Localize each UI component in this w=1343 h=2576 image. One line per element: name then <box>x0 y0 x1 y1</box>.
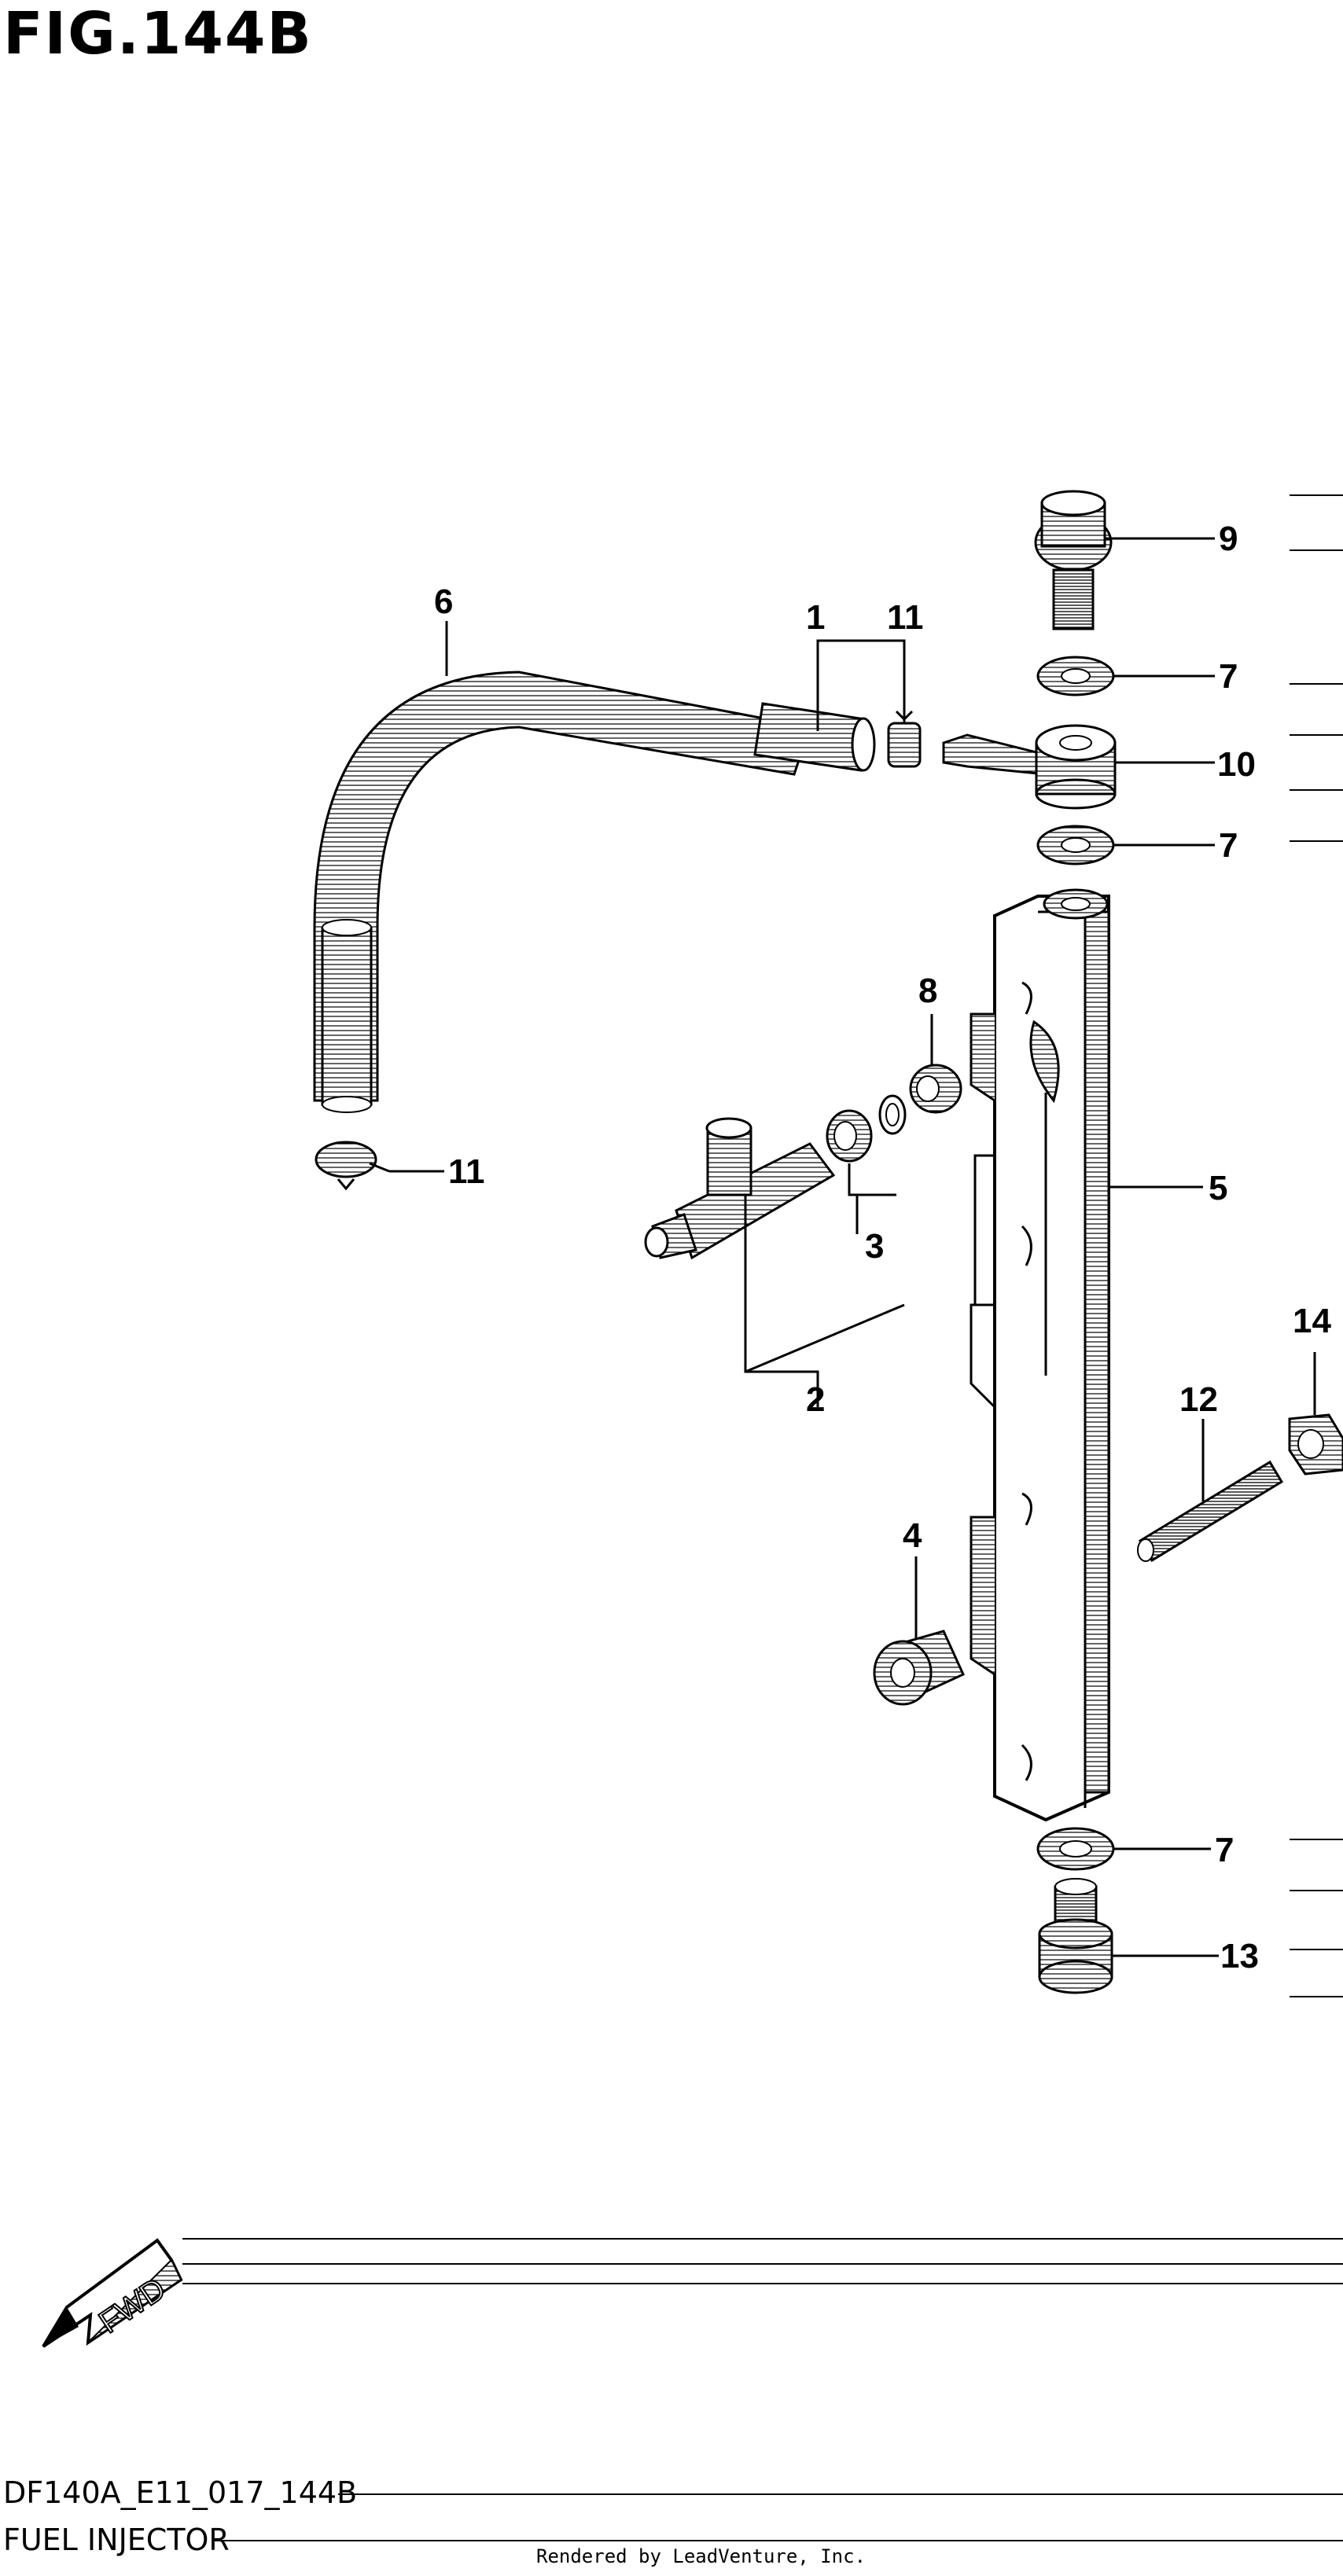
cushion-part-4 <box>873 1630 965 1706</box>
footer-rules <box>212 2493 1343 2541</box>
callout-11-lower: 11 <box>448 1152 485 1191</box>
banjo-fitting-part-10 <box>1035 724 1117 810</box>
callout-7-top: 7 <box>1219 657 1238 696</box>
callout-3: 3 <box>865 1227 884 1266</box>
callout-12: 12 <box>1179 1380 1218 1419</box>
forward-direction-arrow: FWD <box>42 2238 1343 2348</box>
seal-part-3 <box>826 1109 873 1163</box>
washer-part-7-top <box>1036 656 1115 696</box>
callout-10: 10 <box>1217 745 1256 784</box>
callout-9: 9 <box>1219 520 1238 558</box>
fuel-hose-part-6 <box>313 671 876 1113</box>
banjo-bolt-part-9 <box>1034 490 1113 630</box>
callout-7-middle: 7 <box>1219 826 1238 865</box>
callout-2: 2 <box>806 1380 825 1419</box>
callout-4: 4 <box>903 1516 922 1555</box>
callout-13: 13 <box>1220 1937 1259 1975</box>
fuel-rail-part-5 <box>970 888 1110 1822</box>
callout-5: 5 <box>1209 1169 1227 1207</box>
callout-1: 1 <box>806 598 825 637</box>
bolt-part-13 <box>1038 1878 1113 1994</box>
o-ring <box>878 1094 907 1135</box>
hose-clamp-part-11-lower <box>315 1141 390 1191</box>
callout-7-bottom: 7 <box>1215 1831 1234 1869</box>
figure-code: DF140A_E11_017_144B <box>3 2475 358 2510</box>
grommet-part-8 <box>909 1064 962 1114</box>
right-edge-leaders <box>1290 494 1343 1997</box>
hose-barb-fitting <box>942 733 1047 776</box>
nut-part-14 <box>1288 1413 1343 1475</box>
washer-part-7-middle <box>1036 825 1115 865</box>
figure-title: FIG.144B <box>3 0 313 68</box>
render-credit: Rendered by LeadVenture, Inc. <box>536 2545 867 2567</box>
fuel-injector-part-2 <box>644 1117 836 1260</box>
callout-14: 14 <box>1293 1302 1331 1340</box>
callout-6: 6 <box>434 582 453 621</box>
figure-name: FUEL INJECTOR <box>3 2523 230 2557</box>
callout-11-upper: 11 <box>887 598 924 637</box>
callout-numbers: 1 11 6 9 7 10 7 8 5 11 3 2 14 12 4 7 13 <box>434 520 1331 1975</box>
callout-8: 8 <box>918 972 937 1010</box>
callout-leaders <box>389 537 1316 1957</box>
washer-part-7-bottom <box>1036 1827 1115 1871</box>
stud-bolt-part-12 <box>1137 1460 1284 1563</box>
